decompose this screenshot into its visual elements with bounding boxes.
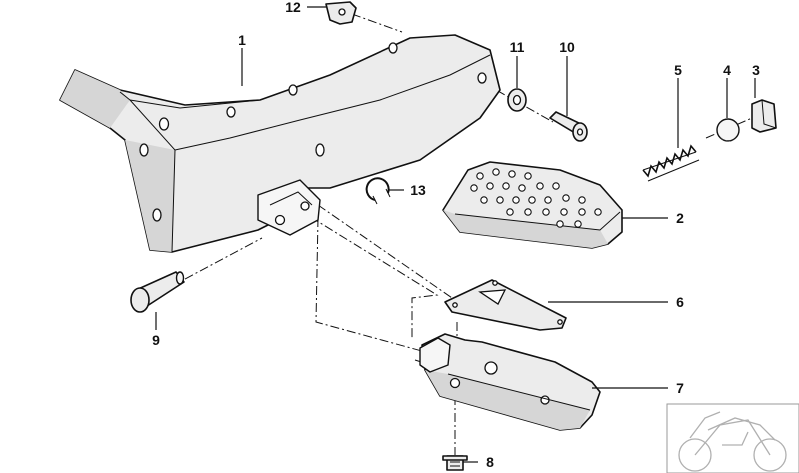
motorcycle-thumbnail	[666, 403, 799, 473]
leader-lines	[155, 6, 756, 463]
footpeg-part-7	[419, 333, 601, 431]
bolt-part-10	[549, 111, 588, 142]
rubber-pad-part-2	[442, 161, 623, 249]
callout-12: 12	[285, 0, 301, 15]
callout-10: 10	[559, 39, 575, 55]
plate-part-6	[444, 279, 567, 331]
pin-part-9	[130, 271, 185, 313]
callout-8: 8	[486, 454, 494, 470]
pad-nubs	[470, 168, 602, 228]
bolt-part-8	[442, 455, 468, 471]
callout-9: 9	[152, 332, 160, 348]
callout-6: 6	[676, 294, 684, 310]
callout-2: 2	[676, 210, 684, 226]
callout-13: 13	[410, 182, 426, 198]
clip-part-12	[325, 1, 357, 25]
pad-part-3	[751, 99, 777, 133]
washer-part-11	[507, 88, 527, 112]
callout-4: 4	[723, 62, 731, 78]
footrest-bracket	[59, 34, 501, 253]
callout-5: 5	[674, 62, 682, 78]
callout-11: 11	[510, 39, 525, 55]
spring-part-5	[642, 144, 700, 182]
circlip-part-13	[365, 177, 391, 205]
callout-7: 7	[676, 380, 684, 396]
callout-3: 3	[752, 62, 760, 78]
callout-1: 1	[238, 32, 246, 48]
callout-labels: 1 2 3 4 5 6 7 8 9 10 11 12 13	[152, 0, 760, 470]
ball-part-4	[716, 118, 740, 142]
